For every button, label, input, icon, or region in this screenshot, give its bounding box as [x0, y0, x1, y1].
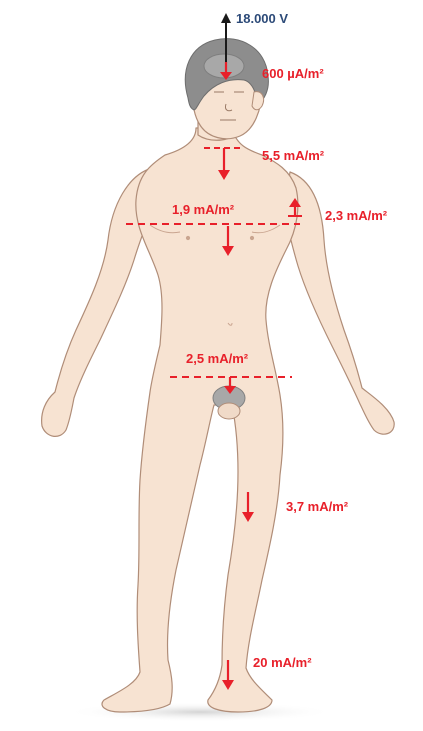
thigh-current-label: 3,7 mA/m²	[286, 500, 348, 513]
ear	[252, 92, 264, 110]
neck-current-label: 5,5 mA/m²	[262, 149, 324, 162]
pelvis-current-label: 2,5 mA/m²	[186, 352, 248, 365]
head-current-label: 600 µA/m²	[262, 67, 324, 80]
arm-current-label: 2,3 mA/m²	[325, 209, 387, 222]
genital-lower	[218, 403, 240, 419]
voltage-label: 18.000 V	[236, 12, 288, 25]
chest-current-label: 1,9 mA/m²	[172, 203, 234, 216]
body-silhouette	[42, 46, 395, 712]
ankle-current-label: 20 mA/m²	[253, 656, 312, 669]
